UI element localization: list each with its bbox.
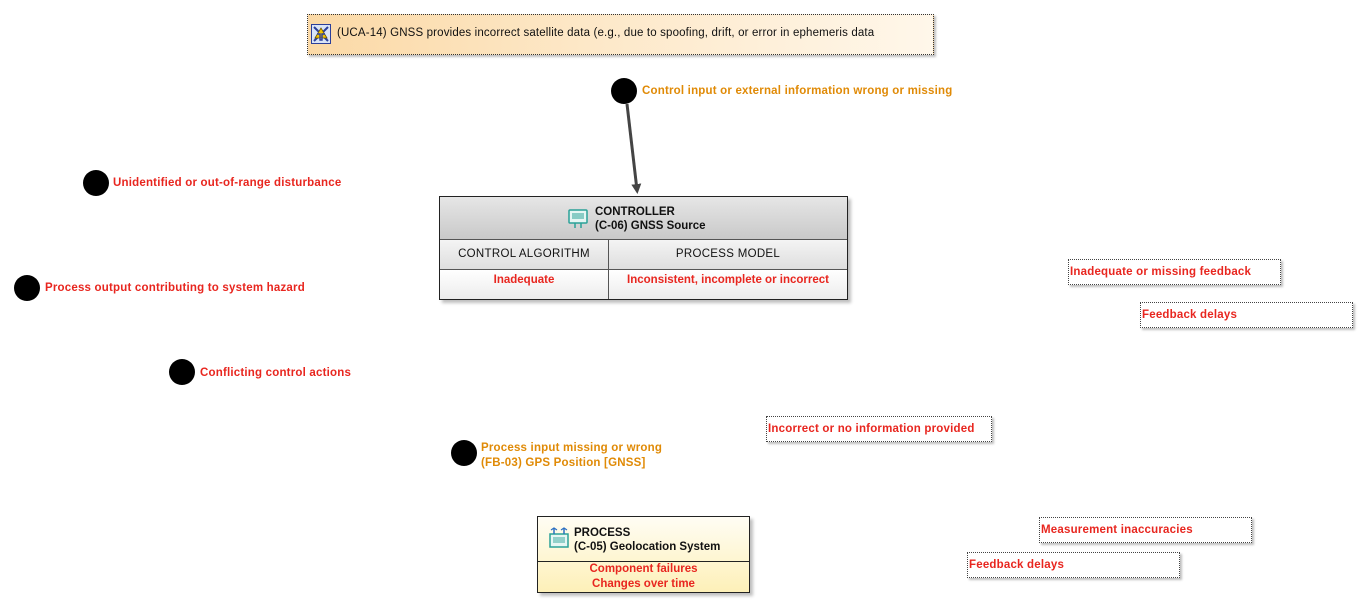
conflicting-actions-label: Conflicting control actions — [200, 367, 352, 379]
controller-columns: CONTROL ALGORITHM PROCESS MODEL — [440, 240, 847, 270]
process-title: PROCESS (C-05) Geolocation System — [574, 526, 720, 554]
note-feedback-delays-bottom-label: Feedback delays — [969, 559, 1065, 571]
disturbance-node[interactable] — [83, 170, 109, 196]
note-incorrect-info-label: Incorrect or no information provided — [768, 423, 975, 435]
monitor-icon — [568, 209, 588, 228]
control-input-node[interactable] — [611, 78, 637, 104]
process-box[interactable]: PROCESS (C-05) Geolocation System Compon… — [537, 516, 750, 593]
note-feedback-delays-bottom[interactable]: Feedback delays — [967, 552, 1180, 578]
control-algorithm-value: Inadequate — [493, 274, 555, 286]
process-line2: Changes over time — [592, 578, 695, 590]
controller-values: Inadequate Inconsistent, incomplete or i… — [440, 270, 847, 299]
process-output-node[interactable] — [14, 275, 40, 301]
note-measurement-inaccuracies[interactable]: Measurement inaccuracies — [1039, 517, 1252, 543]
note-feedback-delays-top-label: Feedback delays — [1142, 309, 1238, 321]
control-algorithm-header: CONTROL ALGORITHM — [458, 248, 590, 260]
process-input-line1: Process input missing or wrong — [481, 442, 663, 454]
process-model-value: Inconsistent, incomplete or incorrect — [627, 274, 829, 286]
conflicting-actions-node[interactable] — [169, 359, 195, 385]
process-input-label: Process input missing or wrong (FB-03) G… — [481, 441, 662, 471]
controller-box[interactable]: CONTROLLER (C-06) GNSS Source CONTROL AL… — [439, 196, 848, 300]
note-inadequate-feedback-label: Inadequate or missing feedback — [1070, 266, 1252, 278]
controller-name: (C-06) GNSS Source — [595, 220, 706, 232]
note-incorrect-info[interactable]: Incorrect or no information provided — [766, 416, 992, 442]
note-feedback-delays-top[interactable]: Feedback delays — [1140, 302, 1353, 328]
process-type: PROCESS — [574, 527, 631, 539]
process-input-line2: (FB-03) GPS Position [GNSS] — [481, 457, 646, 469]
process-output-label: Process output contributing to system ha… — [45, 282, 305, 294]
uca-box[interactable]: (UCA-14) GNSS provides incorrect satelli… — [307, 14, 934, 55]
controller-type: CONTROLLER — [595, 206, 675, 218]
uca-label: (UCA-14) GNSS provides incorrect satelli… — [337, 27, 875, 39]
note-measurement-inaccuracies-label: Measurement inaccuracies — [1041, 524, 1193, 536]
process-body: Component failures Changes over time — [538, 562, 749, 592]
process-input-node[interactable] — [451, 440, 477, 466]
disturbance-label: Unidentified or out-of-range disturbance — [113, 177, 342, 189]
process-header: PROCESS (C-05) Geolocation System — [538, 517, 749, 562]
process-model-header: PROCESS MODEL — [675, 248, 781, 260]
process-name: (C-05) Geolocation System — [574, 541, 721, 553]
control-input-label: Control input or external information wr… — [642, 85, 953, 97]
note-inadequate-feedback[interactable]: Inadequate or missing feedback — [1068, 259, 1281, 285]
controller-header: CONTROLLER (C-06) GNSS Source — [440, 197, 847, 240]
process-line1: Component failures — [589, 563, 698, 575]
process-icon — [549, 527, 569, 548]
controller-title: CONTROLLER (C-06) GNSS Source — [595, 205, 706, 233]
uca-icon — [311, 24, 331, 44]
